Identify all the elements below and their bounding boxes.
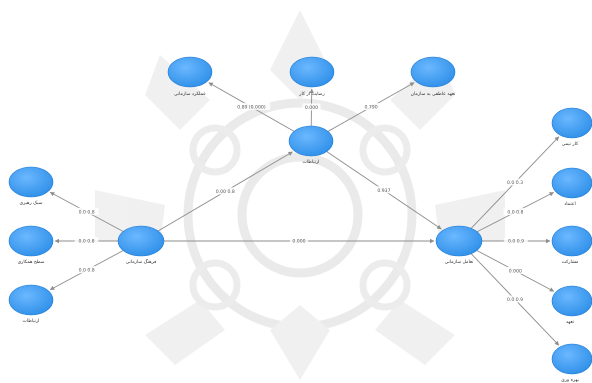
edge-coefficient-label: 0.0 0.9 (508, 239, 524, 245)
node-label: مشارکت (562, 259, 579, 265)
node-n_right_3[interactable]: مشارکت (551, 225, 592, 265)
node-label: بهره وری (561, 378, 579, 383)
node-ellipse[interactable] (289, 56, 335, 88)
edge-label-bg (503, 295, 527, 303)
node-n_left_center[interactable]: فرهنگ سازمانی (117, 225, 165, 265)
node-ellipse[interactable] (551, 167, 592, 199)
edge-coefficient-label: 0.0 0.8 (78, 239, 94, 245)
edge-label-bg (504, 237, 528, 244)
node-n_center_top[interactable]: ارتباطات (288, 125, 334, 165)
edge-coefficient-label: 0.0 0.8 (79, 209, 95, 215)
edge-coefficient-label: 0.0 0.3 (507, 180, 523, 186)
edge-coefficient-label: 0.00 0.8 (216, 189, 235, 195)
node-n_left_top[interactable]: سبک رهبری (8, 166, 54, 206)
edge-coefficient-label: 0.000 (509, 269, 522, 275)
edge-coefficient-label: 0.937 (377, 188, 390, 194)
edge-label-bg (503, 178, 527, 186)
edge-label-bg (503, 208, 528, 216)
nodes: عملکرد سازمانی رضایت از کار تعهد عاطفی به … (8, 56, 592, 383)
node-ellipse[interactable] (117, 225, 165, 257)
edge-label-bg (302, 103, 321, 111)
node-label: کار تیمی (562, 141, 579, 147)
node-n_right_5[interactable]: بهره وری (551, 343, 592, 383)
node-label: اعتماد (564, 202, 576, 207)
node-label: عملکرد سازمانی (174, 91, 206, 97)
node-label: تعهد (566, 320, 575, 325)
edges: 0.89 (0.000) 0.000 0.790 0.00 0.8 0.937 0.0 0… (49, 82, 560, 346)
node-label: تعهد عاطفی به سازمان (411, 92, 457, 97)
node-ellipse[interactable] (410, 56, 456, 88)
edge-label-bg (212, 187, 239, 195)
node-label: سبک رهبری (20, 200, 43, 206)
node-n_left_bot[interactable]: ارتباطات (8, 284, 54, 324)
edge-label-bg (74, 207, 99, 215)
node-ellipse[interactable] (288, 125, 334, 157)
node-label: ارتباطات (23, 319, 40, 324)
edge-coefficient-label: 0.000 (292, 239, 305, 245)
node-label: سطح همکاری (18, 259, 45, 265)
node-n_top_right[interactable]: تعهد عاطفی به سازمان (410, 56, 457, 97)
node-n_top_mid[interactable]: رضایت از کار (289, 56, 335, 97)
edge-coefficient-label: 0.0 0.8 (79, 268, 95, 274)
node-ellipse[interactable] (8, 284, 54, 316)
node-label: رضایت از کار (298, 91, 325, 97)
node-n_left_mid[interactable]: سطح همکاری (8, 225, 54, 265)
edge-coefficient-label: 0.000 (305, 105, 318, 111)
node-label: ارتباطات (303, 160, 320, 165)
edge-label-bg (74, 266, 99, 274)
edge-coefficient-label: 0.89 (0.000) (237, 105, 266, 111)
edge-coefficient-label: 0.0 0.8 (507, 210, 523, 216)
node-ellipse[interactable] (167, 56, 213, 88)
edge-label-bg (506, 266, 525, 274)
node-label: تعامل سازمانی (445, 260, 474, 265)
edge-coefficient-label: 0.790 (365, 105, 378, 111)
node-ellipse[interactable] (8, 225, 54, 257)
edge-label-bg (362, 103, 381, 111)
node-n_top_left[interactable]: عملکرد سازمانی (167, 56, 213, 97)
edge-label-bg (74, 237, 99, 244)
node-n_right_1[interactable]: کار تیمی (551, 107, 592, 147)
node-ellipse[interactable] (551, 285, 592, 317)
edge-label-bg (374, 186, 393, 194)
node-n_right_2[interactable]: اعتماد (551, 167, 592, 207)
edge-label-bg (290, 237, 308, 244)
edge-label-bg (232, 103, 271, 111)
node-n_right_center[interactable]: تعامل سازمانی (435, 225, 483, 265)
node-ellipse[interactable] (435, 225, 483, 257)
node-ellipse[interactable] (551, 343, 592, 375)
edge-coefficient-label: 0.0 0.9 (507, 297, 523, 303)
node-ellipse[interactable] (551, 225, 592, 257)
node-label: فرهنگ سازمانی (126, 259, 157, 265)
node-ellipse[interactable] (551, 107, 592, 139)
node-n_right_4[interactable]: تعهد (551, 285, 592, 325)
node-ellipse[interactable] (8, 166, 54, 198)
